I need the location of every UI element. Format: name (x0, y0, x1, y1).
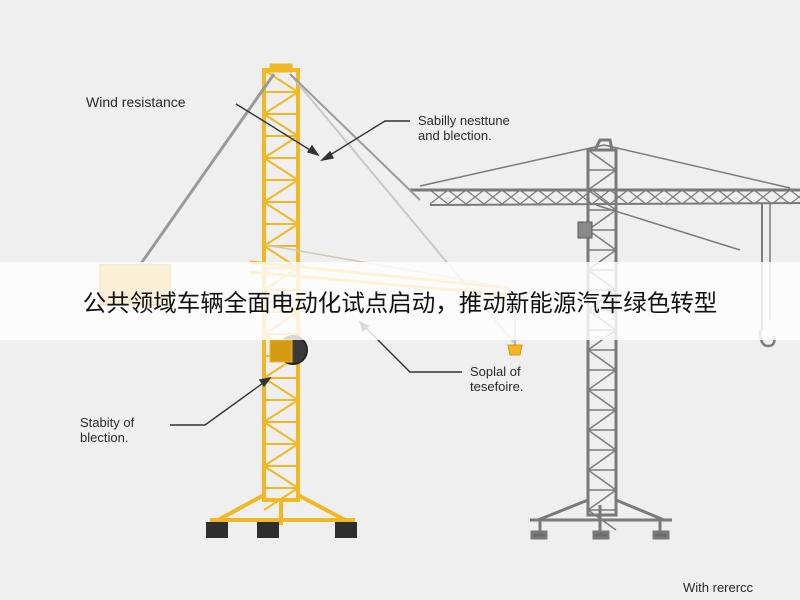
stability-top-line2: and blection. (418, 128, 492, 143)
yellow-crane-base (206, 493, 357, 538)
stability-top-label: Sabilly nesttune and blection. (418, 113, 510, 143)
grey-crane-diag (595, 204, 741, 251)
wind-resistance-label: Wind resistance (86, 95, 186, 110)
leader-wind-resistance (235, 103, 319, 156)
soplal-label: Soplal of tesefoire. (470, 364, 523, 394)
soplal-line1: Soplal of (470, 364, 521, 379)
headline-banner: 公共领域车辆全面电动化试点启动，推动新能源汽车绿色转型 (0, 262, 800, 340)
grey-crane-tie-left (419, 144, 605, 187)
grey-crane-tie-right (603, 144, 791, 189)
yellow-crane-right-stay-2 (289, 73, 421, 201)
stability-top-line1: Sabilly nesttune (418, 113, 510, 128)
stability-left-label: Stabity of blection. (80, 415, 134, 445)
stability-left-line2: blection. (80, 430, 129, 445)
yellow-crane-hook (507, 344, 523, 356)
yellow-crane-left-stay (138, 73, 276, 266)
grey-crane-jib (410, 188, 800, 206)
headline-title: 公共领域车辆全面电动化试点启动，推动新能源汽车绿色转型 (82, 289, 718, 317)
yellow-crane-top (269, 63, 293, 73)
stability-left-line1: Stabity of (80, 415, 135, 430)
wind-resistance-text: Wind resistance (86, 94, 186, 110)
grey-crane-peak (593, 138, 614, 151)
grey-crane-cab (577, 221, 593, 239)
grey-crane-base (530, 498, 672, 540)
corner-label: With rerercc (683, 580, 753, 595)
leader-top-right (321, 120, 410, 161)
soplal-line2: tesefoire. (470, 379, 524, 394)
corner-label-text: With rerercc (683, 580, 754, 595)
leader-left (170, 377, 271, 426)
